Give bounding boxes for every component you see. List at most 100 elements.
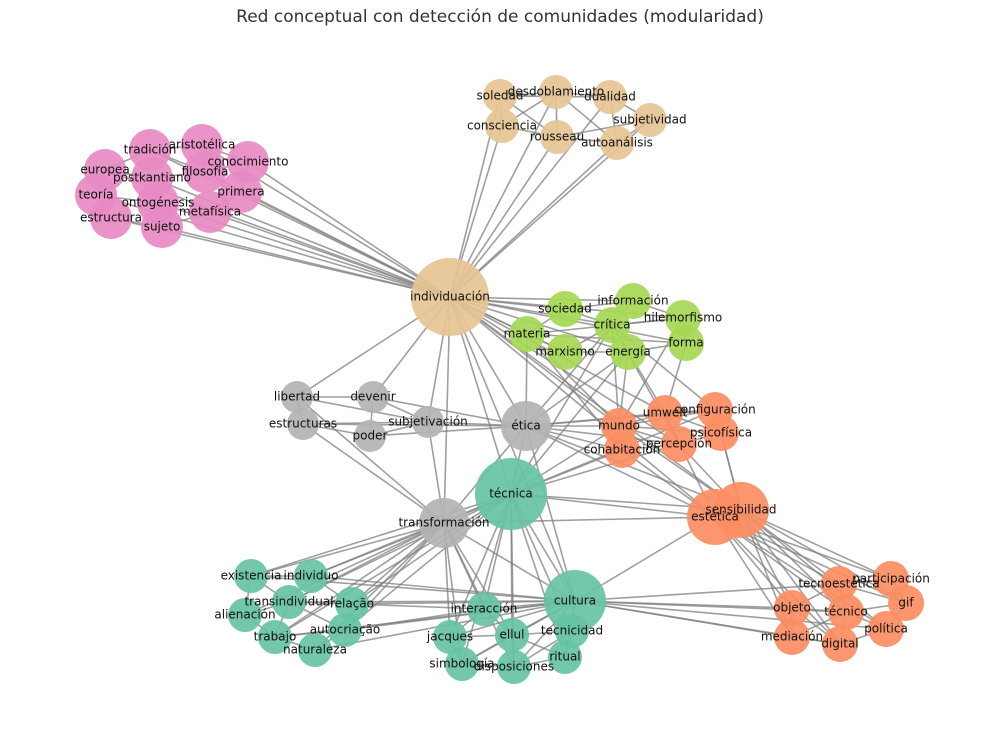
node-desdoblamiento (539, 75, 573, 109)
node-label-alienacion: alienación (214, 608, 275, 622)
node-label-configuracion: configuración (674, 403, 756, 417)
node-consciencia (485, 109, 519, 143)
node-forma (668, 325, 704, 361)
edge-individuacion-conocimiento (247, 161, 451, 298)
node-label-ellul: ellul (500, 628, 525, 642)
edge-mundo-materia (526, 333, 620, 427)
node-label-naturaleza: naturaleza (283, 643, 347, 657)
node-soledad (483, 79, 517, 113)
node-subjetividad (633, 103, 667, 137)
edge-etica-percepcion (525, 425, 680, 445)
edge-individuacion-dualidad (449, 96, 611, 298)
edge-estructuras-transformacion (302, 423, 445, 524)
node-label-interaccion: interacción (451, 602, 518, 616)
node-tecnica (475, 458, 547, 530)
node-label-existencia: existencia (221, 569, 282, 583)
edge-poder-etica (369, 425, 527, 437)
node-label-europea: europea (80, 163, 129, 177)
node-sociedad (547, 291, 583, 327)
node-label-objeto: objeto (773, 601, 811, 615)
node-trabajo (258, 620, 292, 654)
node-label-gif: gif (898, 596, 914, 610)
node-label-primera: primera (217, 185, 264, 199)
node-label-aristotelica: aristotélica (169, 138, 236, 152)
node-label-teoria: teoría (78, 188, 113, 202)
edge-autocriacao-interaccion (344, 608, 485, 631)
node-disposiciones (497, 650, 531, 684)
edge-devenir-etica (372, 396, 527, 427)
node-label-tecnico: técnico (824, 605, 868, 619)
edge-libertad-transformacion (296, 396, 445, 524)
node-label-individuacion: individuación (410, 290, 490, 304)
node-label-relacao: relação (330, 597, 374, 611)
node-label-libertad: libertad (274, 390, 320, 404)
nodes-layer (75, 75, 924, 684)
node-primera (220, 171, 262, 213)
node-simbologia (445, 647, 479, 681)
node-label-estructura: estructura (80, 211, 142, 225)
node-label-critica: crítica (594, 318, 631, 332)
node-label-percepcion: percepción (646, 437, 712, 451)
edge-etica-estetica (525, 425, 716, 518)
node-ellul (495, 618, 529, 652)
edge-individuacion-cultura (449, 296, 576, 602)
node-label-umwelt: umwelt (643, 406, 688, 420)
node-mediacion (774, 619, 810, 655)
node-label-informacion: información (597, 294, 668, 308)
node-label-individuo: individuo (284, 569, 339, 583)
node-subjetivacion (412, 406, 444, 438)
node-label-politica: política (864, 622, 908, 636)
edge-tecnica-existencia (250, 493, 512, 577)
node-rousseau (540, 120, 574, 154)
node-label-consciencia: consciencia (467, 119, 537, 133)
node-label-hilemorfismo: hilemorfismo (644, 311, 722, 325)
node-label-ontogenesis: ontogénesis (122, 196, 195, 210)
node-politica (868, 611, 904, 647)
node-individuo (294, 559, 328, 593)
node-label-psicofisica: psicofísica (690, 426, 752, 440)
node-label-autocriacao: autocriação (310, 623, 381, 637)
node-label-cultura: cultura (554, 594, 596, 608)
node-cultura (544, 570, 606, 632)
node-estructura (90, 197, 132, 239)
node-existencia (234, 559, 268, 593)
node-metafisica (189, 191, 231, 233)
node-sujeto (141, 206, 183, 248)
node-label-estetica: estética (691, 510, 739, 524)
node-label-simbologia: simbología (429, 657, 494, 671)
edge-individuacion-metafisica (209, 211, 451, 298)
node-label-forma: forma (668, 336, 703, 350)
node-ritual (548, 640, 582, 674)
node-label-etica: ética (511, 419, 540, 433)
node-label-postkantiano: postkantiano (113, 171, 191, 185)
node-digital (822, 626, 858, 662)
node-label-disposiciones: disposiciones (474, 660, 554, 674)
node-materia (509, 316, 545, 352)
node-dualidad (593, 80, 627, 114)
node-objeto (774, 590, 810, 626)
labels-layer: soledaddesdoblamientodualidadsubjetivida… (78, 85, 929, 674)
node-label-devenir: devenir (350, 390, 395, 404)
node-label-marxismo: marxismo (535, 345, 594, 359)
node-label-conocimiento: conocimiento (208, 155, 289, 169)
node-label-dualidad: dualidad (584, 90, 636, 104)
node-label-transindividual: transindividual (244, 595, 333, 609)
node-label-sujeto: sujeto (144, 220, 181, 234)
node-cohabitacion (604, 432, 640, 468)
node-transformacion (419, 498, 469, 548)
node-label-poder: poder (353, 429, 388, 443)
node-label-mediacion: mediación (761, 630, 823, 644)
node-label-rousseau: rousseau (530, 130, 584, 144)
node-devenir (357, 381, 389, 413)
node-individuacion (411, 258, 489, 336)
node-marxismo (547, 334, 583, 370)
node-label-energia: energía (605, 345, 650, 359)
node-tecnoestetica (821, 566, 857, 602)
node-label-tradicion: tradición (124, 143, 177, 157)
edge-transformacion-existencia (250, 522, 445, 577)
edge-individuacion-sujeto (161, 226, 451, 298)
node-autoanalisis (600, 126, 634, 160)
node-jacques (433, 620, 467, 654)
node-percepcion (661, 426, 697, 462)
node-libertad (281, 381, 313, 413)
